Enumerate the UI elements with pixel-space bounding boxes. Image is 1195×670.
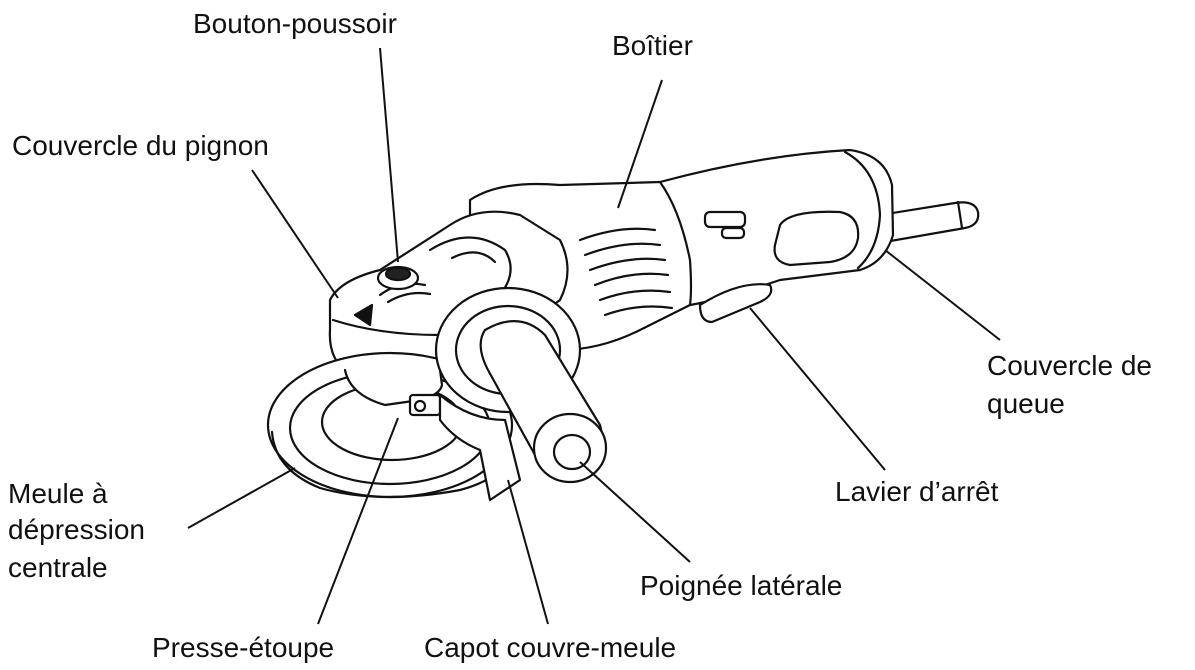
wheel-guard-shape — [438, 393, 522, 502]
label-meule-line1: Meule à — [8, 478, 108, 509]
leader-bouton-poussoir — [379, 47, 399, 263]
leader-couvercle-pignon — [251, 169, 339, 299]
label-couvercle-queue-line1: Couvercle de — [987, 350, 1152, 381]
gear-cover-shape — [328, 210, 569, 382]
flange-nut-shape — [343, 368, 444, 417]
leader-lines — [187, 47, 1001, 625]
power-cord — [878, 200, 980, 244]
leader-boitier — [617, 79, 663, 209]
stop-lever-shape — [698, 283, 773, 324]
label-couvercle-pignon: Couvercle du pignon — [12, 130, 269, 161]
label-poignee-laterale: Poignée latérale — [640, 570, 843, 601]
label-meule-line3: centrale — [8, 552, 108, 583]
label-couvercle-queue-line2: queue — [987, 388, 1065, 419]
label-meule-line2: dépression — [8, 514, 145, 545]
leader-meule — [187, 467, 296, 529]
leader-couvercle-queue — [884, 249, 1001, 341]
leader-poignee — [579, 461, 691, 563]
label-capot: Capot couvre-meule — [424, 632, 677, 663]
label-bouton-poussoir: Bouton-poussoir — [193, 8, 397, 39]
leader-presse-etoupe — [317, 417, 399, 625]
leader-capot — [507, 479, 549, 625]
label-boitier: Boîtier — [612, 30, 693, 61]
label-lavier-arret: Lavier d’arrêt — [835, 476, 999, 507]
push-button-shape — [376, 265, 420, 291]
leader-lavier-arret — [749, 307, 886, 471]
label-presse-etoupe: Presse-étoupe — [152, 632, 335, 663]
side-handle-shape — [434, 286, 608, 484]
